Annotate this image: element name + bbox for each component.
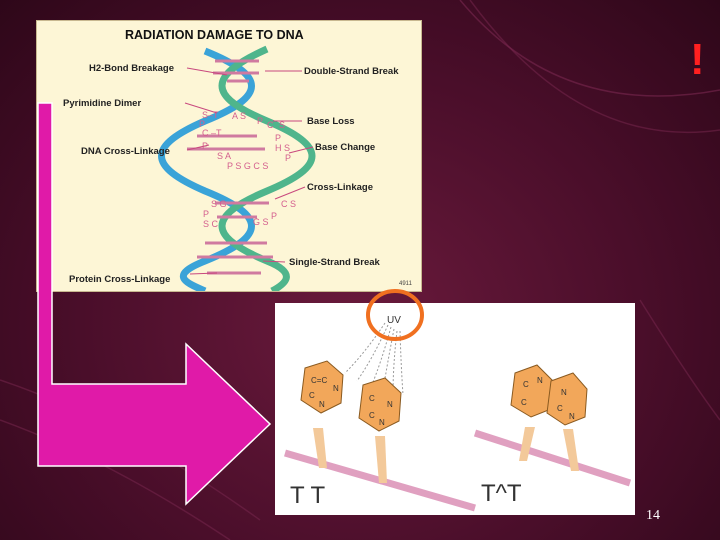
svg-text:S: S	[279, 120, 285, 130]
svg-text:C: C	[369, 394, 375, 403]
svg-text:P: P	[257, 116, 263, 126]
svg-text:C: C	[267, 120, 274, 130]
label-cross-linkage: Cross-Linkage	[307, 182, 373, 193]
svg-text:H S: H S	[275, 143, 290, 153]
svg-text:P: P	[203, 209, 209, 219]
svg-text:C: C	[369, 411, 375, 420]
leader-lines	[184, 67, 314, 275]
svg-text:A S: A S	[232, 111, 246, 121]
svg-text:N: N	[379, 418, 385, 427]
label-base-loss: Base Loss	[307, 116, 355, 127]
page-number: 14	[646, 508, 660, 523]
svg-text:C: C	[523, 380, 529, 389]
svg-text:N: N	[569, 412, 575, 421]
tt-dimer-label: T^T	[481, 480, 522, 507]
arrow-shape	[37, 102, 272, 506]
svg-text:C: C	[521, 398, 527, 407]
svg-text:S A: S A	[217, 151, 231, 161]
uv-rays	[344, 322, 404, 396]
svg-text:S C: S C	[203, 219, 219, 229]
svg-text:P: P	[285, 153, 291, 163]
svg-text:C: C	[309, 391, 315, 400]
svg-text:P: P	[199, 119, 205, 129]
label-h2-bond-breakage: H2-Bond Breakage	[89, 63, 174, 74]
backbone-right	[473, 429, 632, 487]
label-single-strand-break: Single-Strand Break	[289, 257, 381, 268]
svg-text:C: C	[557, 404, 563, 413]
base-pair-rungs	[187, 59, 273, 275]
svg-text:C=C: C=C	[311, 376, 327, 385]
svg-text:N: N	[319, 400, 325, 409]
base-stalks	[313, 427, 579, 483]
uv-highlight-circle	[366, 289, 424, 341]
svg-text:N: N	[333, 384, 339, 393]
svg-text:S G: S G	[211, 199, 227, 209]
svg-text:N: N	[561, 388, 567, 397]
thymine-bases	[300, 360, 588, 432]
svg-text:C S: C S	[281, 199, 296, 209]
label-base-change: Base Change	[315, 142, 375, 153]
svg-text:P: P	[271, 211, 277, 221]
exclamation-mark: !	[690, 35, 705, 84]
svg-text:C –T: C –T	[202, 128, 222, 138]
svg-text:P S G C S: P S G C S	[227, 161, 268, 171]
dna-helix-figure: RADIATION DAMAGE TO DNA S–T P A S P C S …	[63, 28, 413, 291]
svg-text:S–T: S–T	[202, 110, 219, 120]
label-double-strand-break: Double-Strand Break	[304, 66, 399, 77]
dna-damage-diagram: RADIATION DAMAGE TO DNA S–T P A S P C S …	[36, 20, 422, 292]
uv-label: UV	[387, 315, 401, 326]
svg-text:N: N	[537, 376, 543, 385]
diagram-title: RADIATION DAMAGE TO DNA	[125, 28, 304, 42]
svg-text:G S: G S	[253, 217, 269, 227]
tt-label: T T	[290, 482, 325, 509]
figure-code: 4911	[399, 281, 413, 287]
label-pyrimidine-dimer: Pyrimidine Dimer	[63, 98, 141, 109]
svg-text:N: N	[387, 400, 393, 409]
label-dna-cross-linkage: DNA Cross-Linkage	[81, 146, 170, 157]
svg-text:P: P	[275, 133, 281, 143]
label-protein-cross-linkage: Protein Cross-Linkage	[69, 274, 170, 285]
helix-strand-blue	[158, 47, 255, 291]
